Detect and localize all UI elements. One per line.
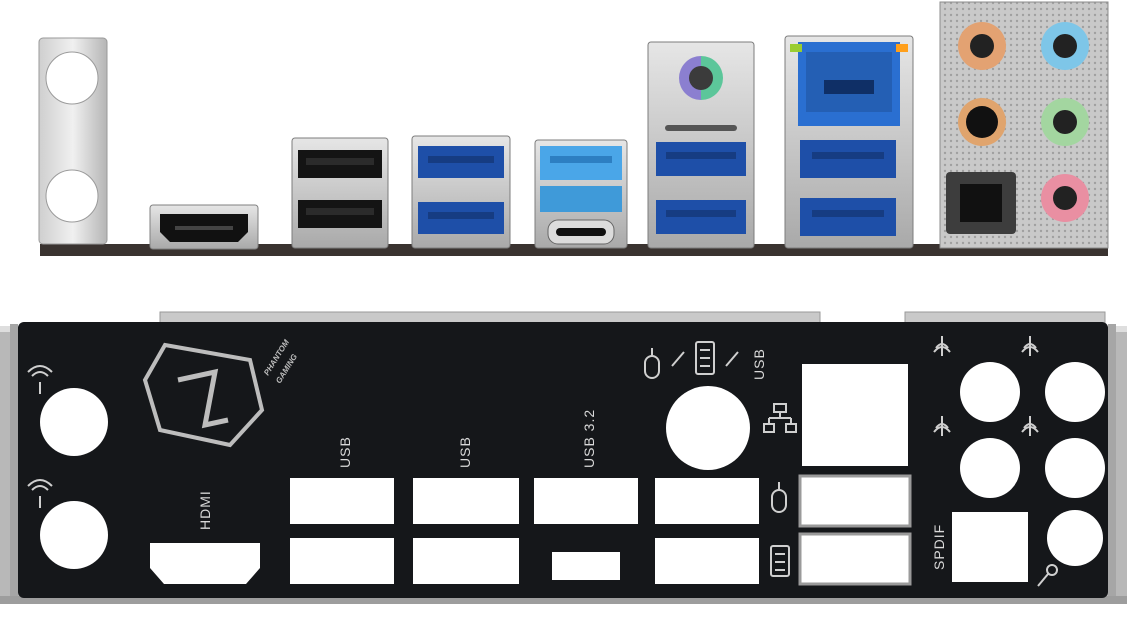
- audio-jack-icon: [933, 336, 1039, 436]
- ps2-hole: [666, 386, 750, 470]
- hdmi-cutout: [150, 543, 260, 584]
- usb-cutout: [413, 538, 519, 584]
- keyboard-icon: [770, 545, 790, 577]
- spdif-label: SPDIF: [931, 524, 947, 570]
- slash-divider: [725, 351, 739, 367]
- antenna-bracket: [38, 37, 108, 245]
- hdmi-label: HDMI: [197, 490, 213, 530]
- antenna-hole-2: [40, 501, 108, 569]
- usb-label-1: USB: [337, 436, 353, 468]
- mouse-icon: [644, 348, 660, 379]
- audio-block: [939, 1, 1109, 249]
- usb32-port-group: [534, 139, 628, 249]
- hdmi-port: [149, 204, 259, 250]
- spdif-cutout: [952, 512, 1028, 582]
- ps2-usb-group: [647, 41, 755, 249]
- antenna-hole-1: [40, 388, 108, 456]
- audio-hole: [1045, 362, 1105, 422]
- lan-usb-group: [784, 35, 914, 249]
- usb-cutout: [798, 474, 912, 528]
- usb-cutout: [798, 532, 912, 586]
- audio-hole: [960, 438, 1020, 498]
- usb3-stack-1: [411, 135, 511, 249]
- usb-label-2: USB: [457, 436, 473, 468]
- usb-cutout: [655, 538, 759, 584]
- usb32-cutout: [534, 478, 638, 524]
- audio-hole: [1047, 510, 1103, 566]
- microphone-icon: [1037, 564, 1058, 587]
- usb-cutout: [290, 538, 394, 584]
- usb-cutout: [413, 478, 519, 524]
- network-icon: [763, 403, 797, 433]
- slash-divider: [671, 351, 685, 367]
- audio-hole: [1045, 438, 1105, 498]
- mouse-icon: [771, 482, 787, 513]
- usb-c-cutout: [552, 552, 620, 580]
- audio-hole: [960, 362, 1020, 422]
- usb32-label: USB 3.2: [581, 409, 597, 468]
- keyboard-icon: [695, 341, 715, 375]
- lan-cutout: [802, 364, 908, 466]
- usb-label-top: USB: [751, 348, 767, 380]
- usb2-stack: [291, 137, 389, 249]
- usb-cutout: [655, 478, 759, 524]
- usb-cutout: [290, 478, 394, 524]
- wifi-antenna-icon: [27, 365, 53, 508]
